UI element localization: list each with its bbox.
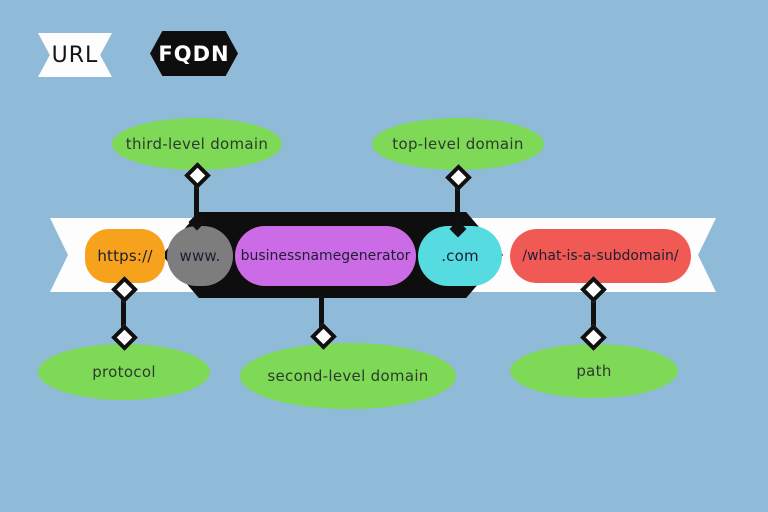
url-tag: URL	[38, 33, 112, 77]
segment-path: /what-is-a-subdomain/	[510, 229, 691, 283]
callout-top-level-domain: top-level domain	[372, 118, 544, 170]
connector-second-level-line	[319, 296, 324, 337]
callout-third-level-domain: third-level domain	[112, 118, 282, 170]
segment-top-level-domain: .com	[418, 226, 502, 286]
callout-path: path	[510, 344, 678, 398]
connector-path-line	[591, 289, 596, 338]
callout-second-level-domain: second-level domain	[240, 343, 456, 409]
connector-protocol-line	[121, 290, 126, 338]
segment-third-level-domain: www.	[167, 226, 233, 286]
fqdn-tag: FQDN	[150, 31, 238, 76]
connector-third-level-line	[194, 169, 199, 218]
callout-protocol: protocol	[38, 344, 210, 400]
segment-second-level-domain: businessnamegenerator	[235, 226, 416, 286]
segment-protocol: https://	[85, 229, 165, 283]
connector-top-level-line	[455, 169, 460, 231]
